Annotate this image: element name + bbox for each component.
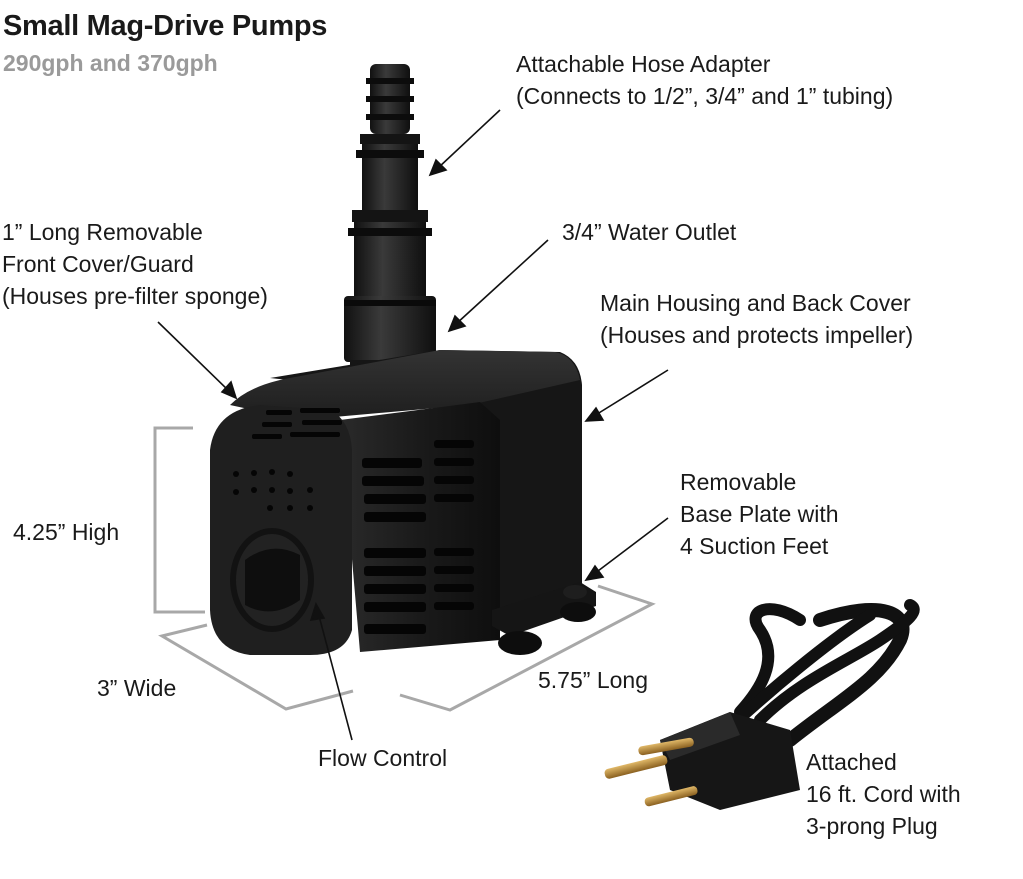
water-outlet-label: 3/4” Water Outlet	[562, 216, 736, 248]
cord-label-line-1: Attached	[806, 749, 897, 775]
front-cover-label-line-2: Front Cover/Guard	[2, 251, 194, 277]
callout-arrows	[157, 109, 669, 741]
plug	[604, 712, 800, 810]
hose-adapter-label: Attachable Hose Adapter (Connects to 1/2…	[516, 48, 893, 112]
hose-adapter-label-line-1: Attachable Hose Adapter	[516, 51, 771, 77]
main-housing-label-line-1: Main Housing and Back Cover	[600, 290, 911, 316]
main-housing-label-line-2: (Houses and protects impeller)	[600, 322, 914, 348]
flow-control-label-line-1: Flow Control	[318, 745, 448, 771]
main-housing-label: Main Housing and Back Cover (Houses and …	[600, 287, 913, 351]
cord-label-line-3: 3-prong Plug	[806, 813, 938, 839]
width-dimension-label: 3” Wide	[97, 675, 177, 701]
base-plate-label-line-3: 4 Suction Feet	[680, 533, 829, 559]
base-plate	[492, 582, 596, 655]
water-outlet-label-line-1: 3/4” Water Outlet	[562, 219, 737, 245]
flow-control-knob	[230, 528, 314, 632]
dimension-lines	[153, 426, 656, 712]
height-dimension-label: 4.25” High	[13, 519, 120, 545]
cord-label: Attached 16 ft. Cord with 3-prong Plug	[806, 746, 961, 842]
length-dimension-bracket	[399, 584, 656, 712]
page-title: Small Mag-Drive Pumps	[3, 10, 328, 42]
base-plate-label-line-1: Removable	[680, 469, 797, 495]
front-cover-label-line-1: 1” Long Removable	[2, 219, 203, 245]
base-plate-label: Removable Base Plate with 4 Suction Feet	[680, 466, 839, 562]
hose-adapter	[348, 64, 432, 296]
hose-adapter-label-line-2: (Connects to 1/2”, 3/4” and 1” tubing)	[516, 83, 894, 109]
flow-control-label: Flow Control	[318, 742, 447, 774]
front-cover-label: 1” Long Removable Front Cover/Guard (Hou…	[2, 216, 268, 312]
page-subtitle: 290gph and 370gph	[3, 50, 218, 76]
height-dimension-bracket	[153, 426, 205, 614]
cord-label-line-2: 16 ft. Cord with	[806, 781, 961, 807]
base-plate-label-line-2: Base Plate with	[680, 501, 839, 527]
front-cover-label-line-3: (Houses pre-filter sponge)	[2, 283, 268, 309]
length-dimension-label: 5.75” Long	[538, 667, 648, 693]
width-dimension-bracket	[158, 623, 354, 711]
